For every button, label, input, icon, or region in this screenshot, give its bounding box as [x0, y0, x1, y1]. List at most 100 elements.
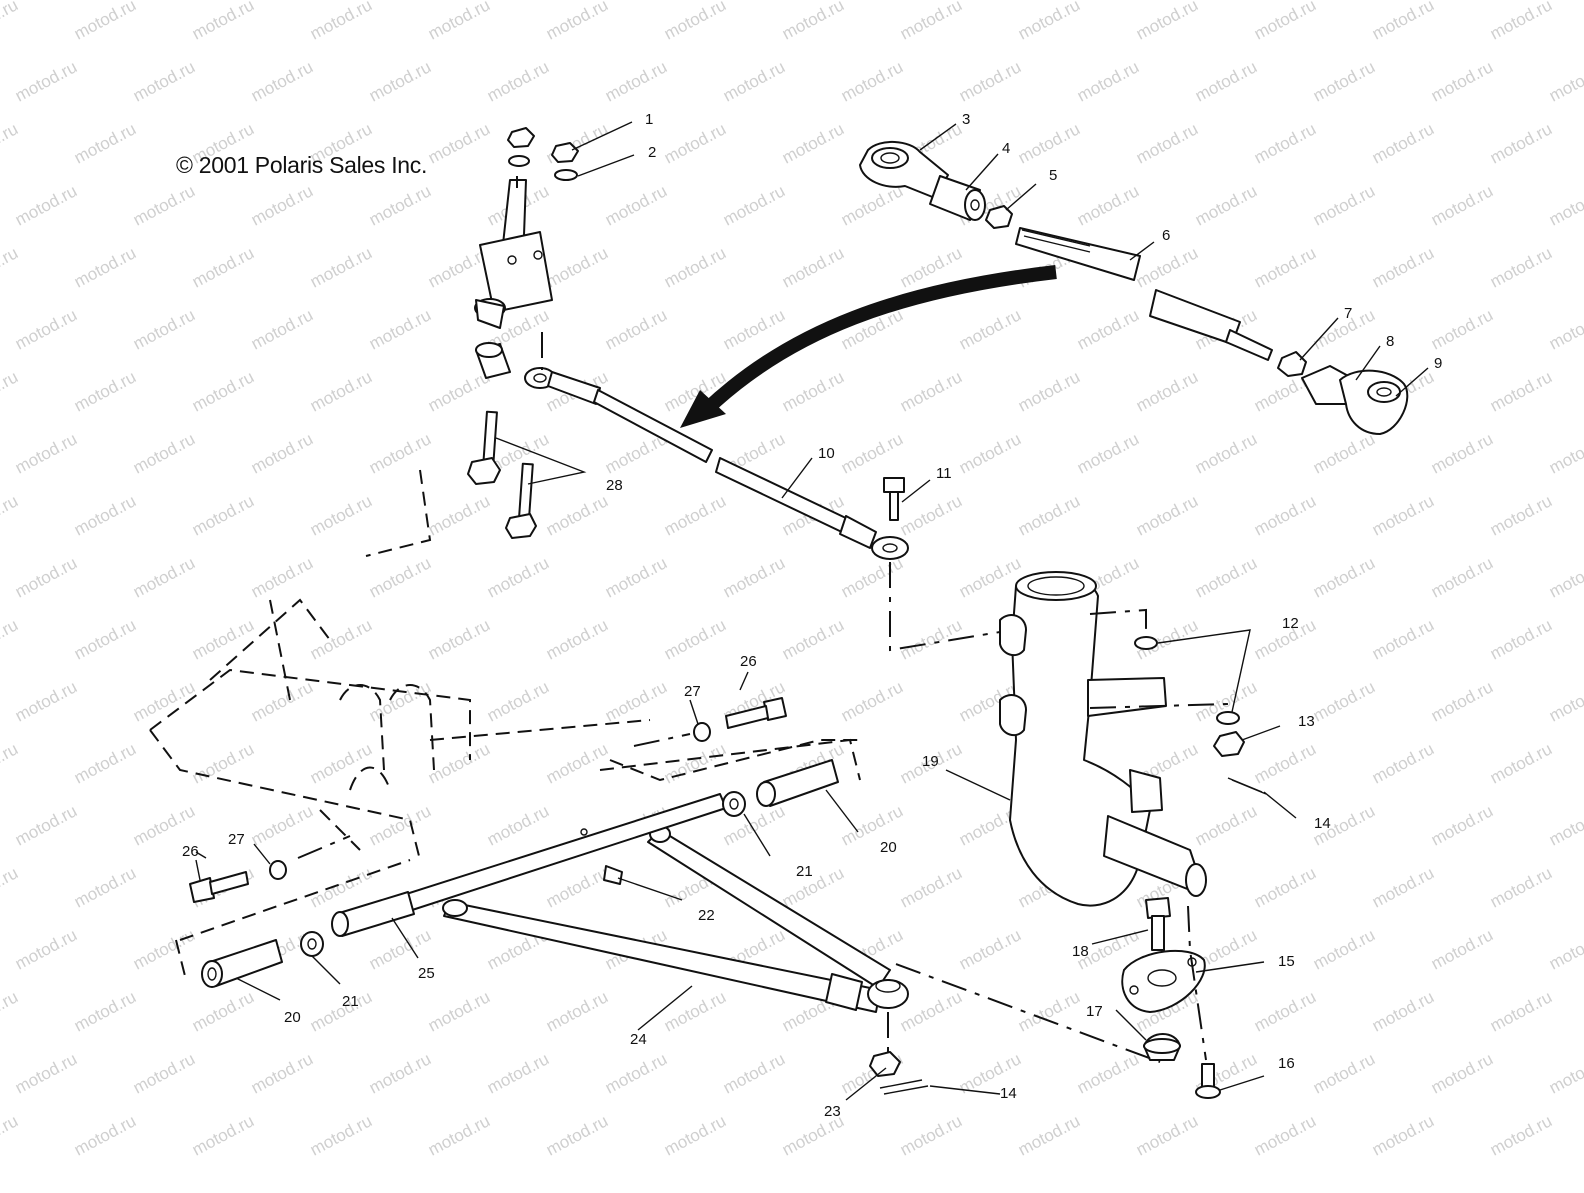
watermark-text: motod.ru — [1546, 677, 1584, 725]
watermark-text: motod.ru — [897, 863, 965, 911]
watermark-text: motod.ru — [484, 801, 552, 849]
watermark-text: motod.ru — [189, 243, 257, 291]
watermark-text: motod.ru — [1133, 367, 1201, 415]
watermark-text: motod.ru — [661, 0, 729, 44]
watermark-text: motod.ru — [1546, 553, 1584, 601]
watermark-text: motod.ru — [12, 801, 80, 849]
watermark-text: motod.ru — [130, 181, 198, 229]
plate-15 — [1121, 949, 1206, 1013]
watermark-text: motod.ru — [956, 305, 1024, 353]
watermark-text: motod.ru — [12, 925, 80, 973]
watermark-text: motod.ru — [130, 305, 198, 353]
assembly-line — [633, 733, 691, 747]
callout: 24 — [630, 1031, 647, 1048]
callout: 20 — [284, 1009, 301, 1026]
watermark-text: motod.ru — [1310, 1049, 1378, 1097]
watermark-text: motod.ru — [779, 615, 847, 663]
watermark-text: motod.ru — [425, 491, 493, 539]
watermark-text: motod.ru — [366, 1049, 434, 1097]
watermark-text: motod.ru — [661, 491, 729, 539]
grease-fitting-22 — [580, 828, 623, 885]
watermark-text: motod.ru — [720, 181, 788, 229]
watermark-text: motod.ru — [1487, 1111, 1555, 1159]
assembly-line — [889, 562, 1001, 652]
watermark-text: motod.ru — [248, 181, 316, 229]
watermark-text: motod.ru — [1310, 57, 1378, 105]
frame-phantom — [149, 469, 861, 981]
watermark-text: motod.ru — [1074, 1049, 1142, 1097]
watermark-text: motod.ru — [1074, 57, 1142, 105]
watermark-text: motod.ru — [425, 0, 493, 44]
watermark-text: motod.ru — [1015, 367, 1083, 415]
watermark-text: motod.ru — [130, 1049, 198, 1097]
watermark-text: motod.ru — [1015, 491, 1083, 539]
watermark-text: motod.ru — [366, 677, 434, 725]
watermark-text: motod.ru — [425, 1111, 493, 1159]
watermark-text: motod.ru — [484, 57, 552, 105]
callout: 13 — [1298, 713, 1315, 730]
watermark-text: motod.ru — [1310, 553, 1378, 601]
watermark-text: motod.ru — [366, 553, 434, 601]
watermark-text: motod.ru — [1192, 429, 1260, 477]
watermark-text: motod.ru — [484, 553, 552, 601]
watermark-text: motod.ru — [543, 0, 611, 44]
watermark-text: motod.ru — [1369, 119, 1437, 167]
watermark-text: motod.ru — [307, 491, 375, 539]
watermark-text: motod.ru — [720, 553, 788, 601]
callout: 8 — [1386, 333, 1394, 350]
watermark-text: motod.ru — [1428, 305, 1496, 353]
callout: 21 — [796, 863, 813, 880]
watermark-text: motod.ru — [0, 119, 21, 167]
watermark-text: motod.ru — [71, 863, 139, 911]
watermark-text: motod.ru — [602, 305, 670, 353]
callout: 14 — [1314, 815, 1331, 832]
callout: 12 — [1282, 615, 1299, 632]
watermark-text: motod.ru — [1251, 119, 1319, 167]
watermark-text: motod.ru — [71, 0, 139, 44]
watermark-text: motod.ru — [720, 1049, 788, 1097]
callout: 10 — [818, 445, 835, 462]
watermark-text: motod.ru — [661, 739, 729, 787]
watermark-text: motod.ru — [1487, 863, 1555, 911]
watermark-text: motod.ru — [1428, 57, 1496, 105]
watermark-text: motod.ru — [484, 677, 552, 725]
assembly-line — [1089, 608, 1147, 636]
watermark-text: motod.ru — [1310, 677, 1378, 725]
callout: 9 — [1434, 355, 1442, 372]
watermark-text: motod.ru — [1428, 925, 1496, 973]
bolt-28-a — [467, 410, 501, 485]
callout: 28 — [606, 477, 623, 494]
watermark-text: motod.ru — [1369, 491, 1437, 539]
washer-2 — [554, 169, 578, 181]
bolt-28-b — [505, 462, 537, 539]
watermark-text: motod.ru — [12, 1049, 80, 1097]
watermark-text: motod.ru — [1428, 677, 1496, 725]
callout: 7 — [1344, 305, 1352, 322]
watermark-text: motod.ru — [12, 57, 80, 105]
watermark-text: motod.ru — [1546, 57, 1584, 105]
watermark-text: motod.ru — [307, 0, 375, 44]
watermark-text: motod.ru — [1369, 0, 1437, 44]
callout: 18 — [1072, 943, 1089, 960]
watermark-text: motod.ru — [71, 615, 139, 663]
watermark-text: motod.ru — [366, 57, 434, 105]
watermark-text: motod.ru — [425, 739, 493, 787]
watermark-text: motod.ru — [71, 987, 139, 1035]
watermark-text: motod.ru — [779, 367, 847, 415]
jam-nut-5 — [985, 205, 1013, 229]
nut-1-washer-2-left — [507, 127, 535, 167]
watermark-text: motod.ru — [661, 243, 729, 291]
callout: 11 — [936, 465, 952, 482]
watermark-text: motod.ru — [1369, 863, 1437, 911]
callout: 19 — [922, 753, 939, 770]
nut-23 — [869, 1051, 901, 1077]
bolt-26-a — [189, 871, 249, 903]
callout: 25 — [418, 965, 435, 982]
watermark-text: motod.ru — [1192, 181, 1260, 229]
watermark-text: motod.ru — [1546, 801, 1584, 849]
watermark-text: motod.ru — [307, 243, 375, 291]
watermark-text: motod.ru — [661, 1111, 729, 1159]
washer-21-b — [722, 791, 746, 817]
watermark-text: motod.ru — [1192, 57, 1260, 105]
